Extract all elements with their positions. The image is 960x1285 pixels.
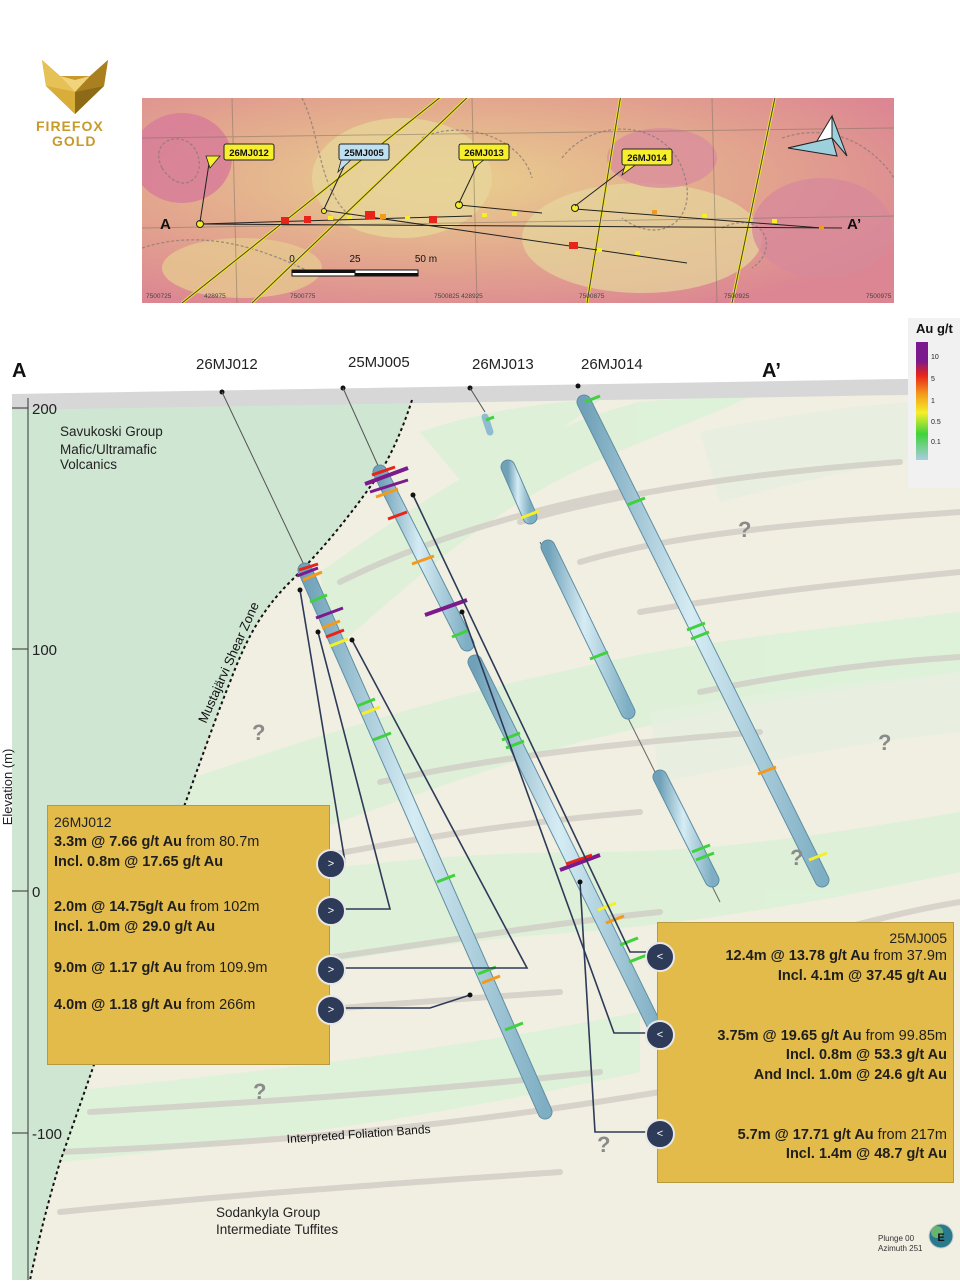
y-axis-title: Elevation (m) — [0, 749, 15, 826]
intercept-line: And Incl. 1.0m @ 24.6 g/t Au — [753, 1067, 947, 1083]
compass-letter: E — [937, 1232, 944, 1244]
hole-label: 26MJ012 — [196, 356, 258, 373]
hole-label: 25MJ005 — [348, 354, 410, 371]
unit-top-line: Savukoski Group — [60, 424, 163, 439]
callout-arrow-button[interactable]: > — [316, 955, 346, 985]
scale-label: 25 — [349, 254, 361, 265]
y-tick-label: 100 — [32, 642, 57, 659]
legend-label: 10 — [931, 354, 939, 361]
map-point-a: A — [160, 216, 171, 233]
section-label-a-prime: A’ — [762, 360, 781, 382]
intercept-line: 4.0m @ 1.18 g/t Au from 266m — [54, 997, 256, 1013]
intercept-line: 9.0m @ 1.17 g/t Au from 109.9m — [54, 960, 268, 976]
intercept-line: Incl. 1.4m @ 48.7 g/t Au — [785, 1146, 947, 1162]
intercept-box-26mj012: 26MJ012 3.3m @ 7.66 g/t Au from 80.7m In… — [47, 805, 330, 1065]
intercept-box-25mj005: 25MJ005 12.4m @ 13.78 g/t Au from 37.9m … — [657, 922, 954, 1183]
legend-title: Au g/t — [916, 321, 953, 336]
intercept-line: Incl. 0.8m @ 53.3 g/t Au — [785, 1047, 947, 1063]
y-tick-label: -100 — [32, 1126, 62, 1143]
fox-head-icon — [42, 60, 108, 114]
question-mark: ? — [878, 730, 891, 755]
coord-label: 428975 — [204, 293, 226, 300]
scale-label: 50 m — [415, 254, 437, 265]
intercept-line: 3.75m @ 19.65 g/t Au from 99.85m — [717, 1028, 947, 1044]
hole-label: 26MJ014 — [581, 356, 643, 373]
legend-label: 0.5 — [931, 419, 941, 426]
map-point-a-prime: A’ — [847, 216, 861, 233]
callout-arrow-button[interactable]: < — [645, 1020, 675, 1050]
coord-label: 7500775 — [290, 293, 316, 300]
compass-globe-icon: E — [928, 1223, 954, 1249]
plan-map: 26MJ012 25MJ005 26MJ013 26MJ014 A A’ 0 2… — [142, 98, 894, 303]
question-mark: ? — [252, 720, 265, 745]
map-hole-label: 26MJ013 — [464, 148, 504, 159]
callout-arrow-button[interactable]: > — [316, 995, 346, 1025]
unit-bottom-line: Intermediate Tuffites — [216, 1222, 338, 1237]
intercept-line: 5.7m @ 17.71 g/t Au from 217m — [737, 1127, 947, 1143]
unit-top-line: Mafic/Ultramafic — [60, 442, 157, 457]
legend-label: 1 — [931, 398, 935, 405]
map-hole-label: 25MJ005 — [344, 148, 384, 159]
au-legend: Au g/t 10 5 1 0.5 0.1 — [908, 318, 960, 488]
legend-color-bar — [916, 342, 928, 460]
hole-label: 26MJ013 — [472, 356, 534, 373]
intercept-line: 3.3m @ 7.66 g/t Au from 80.7m — [54, 834, 260, 850]
section-label-a: A — [12, 360, 26, 382]
callout-arrow-button[interactable]: > — [316, 849, 346, 879]
logo-line-2: GOLD — [52, 133, 97, 149]
azimuth-label: Azimuth 251 — [878, 1244, 923, 1253]
callout-arrow-button[interactable]: > — [316, 896, 346, 926]
map-hole-label: 26MJ014 — [627, 153, 667, 164]
map-hole-label: 26MJ012 — [229, 148, 269, 159]
intercept-line: 2.0m @ 14.75g/t Au from 102m — [54, 899, 260, 915]
y-tick-label: 200 — [32, 401, 57, 418]
coord-label: 7500875 — [579, 293, 605, 300]
coord-label: 7500925 — [724, 293, 750, 300]
callout-arrow-button[interactable]: < — [645, 942, 675, 972]
scale-label: 0 — [289, 254, 295, 265]
unit-bottom-line: Sodankyla Group — [216, 1205, 320, 1220]
coord-label: 7500975 — [866, 293, 892, 300]
coord-label: 7500725 — [146, 293, 172, 300]
box-title: 25MJ005 — [889, 930, 947, 946]
legend-label: 0.1 — [931, 439, 941, 446]
callout-arrow-button[interactable]: < — [645, 1119, 675, 1149]
question-mark: ? — [790, 845, 803, 870]
question-mark: ? — [738, 517, 751, 542]
intercept-line: 12.4m @ 13.78 g/t Au from 37.9m — [725, 948, 947, 964]
north-arrow-icon — [787, 114, 848, 157]
unit-top-line: Volcanics — [60, 457, 117, 472]
logo-line-1: FIREFOX — [36, 118, 104, 134]
question-mark: ? — [597, 1132, 610, 1157]
intercept-line: Incl. 4.1m @ 37.45 g/t Au — [777, 968, 947, 984]
y-tick-label: 0 — [32, 884, 40, 901]
intercept-line: Incl. 0.8m @ 17.65 g/t Au — [54, 854, 224, 870]
legend-label: 5 — [931, 376, 935, 383]
question-mark: ? — [253, 1079, 266, 1104]
coord-label: 7500825 428925 — [434, 293, 483, 300]
intercept-line: Incl. 1.0m @ 29.0 g/t Au — [54, 919, 216, 935]
box-title: 26MJ012 — [54, 814, 112, 830]
plunge-label: Plunge 00 — [878, 1234, 915, 1243]
firefox-gold-logo: FIREFOX GOLD — [30, 56, 120, 149]
